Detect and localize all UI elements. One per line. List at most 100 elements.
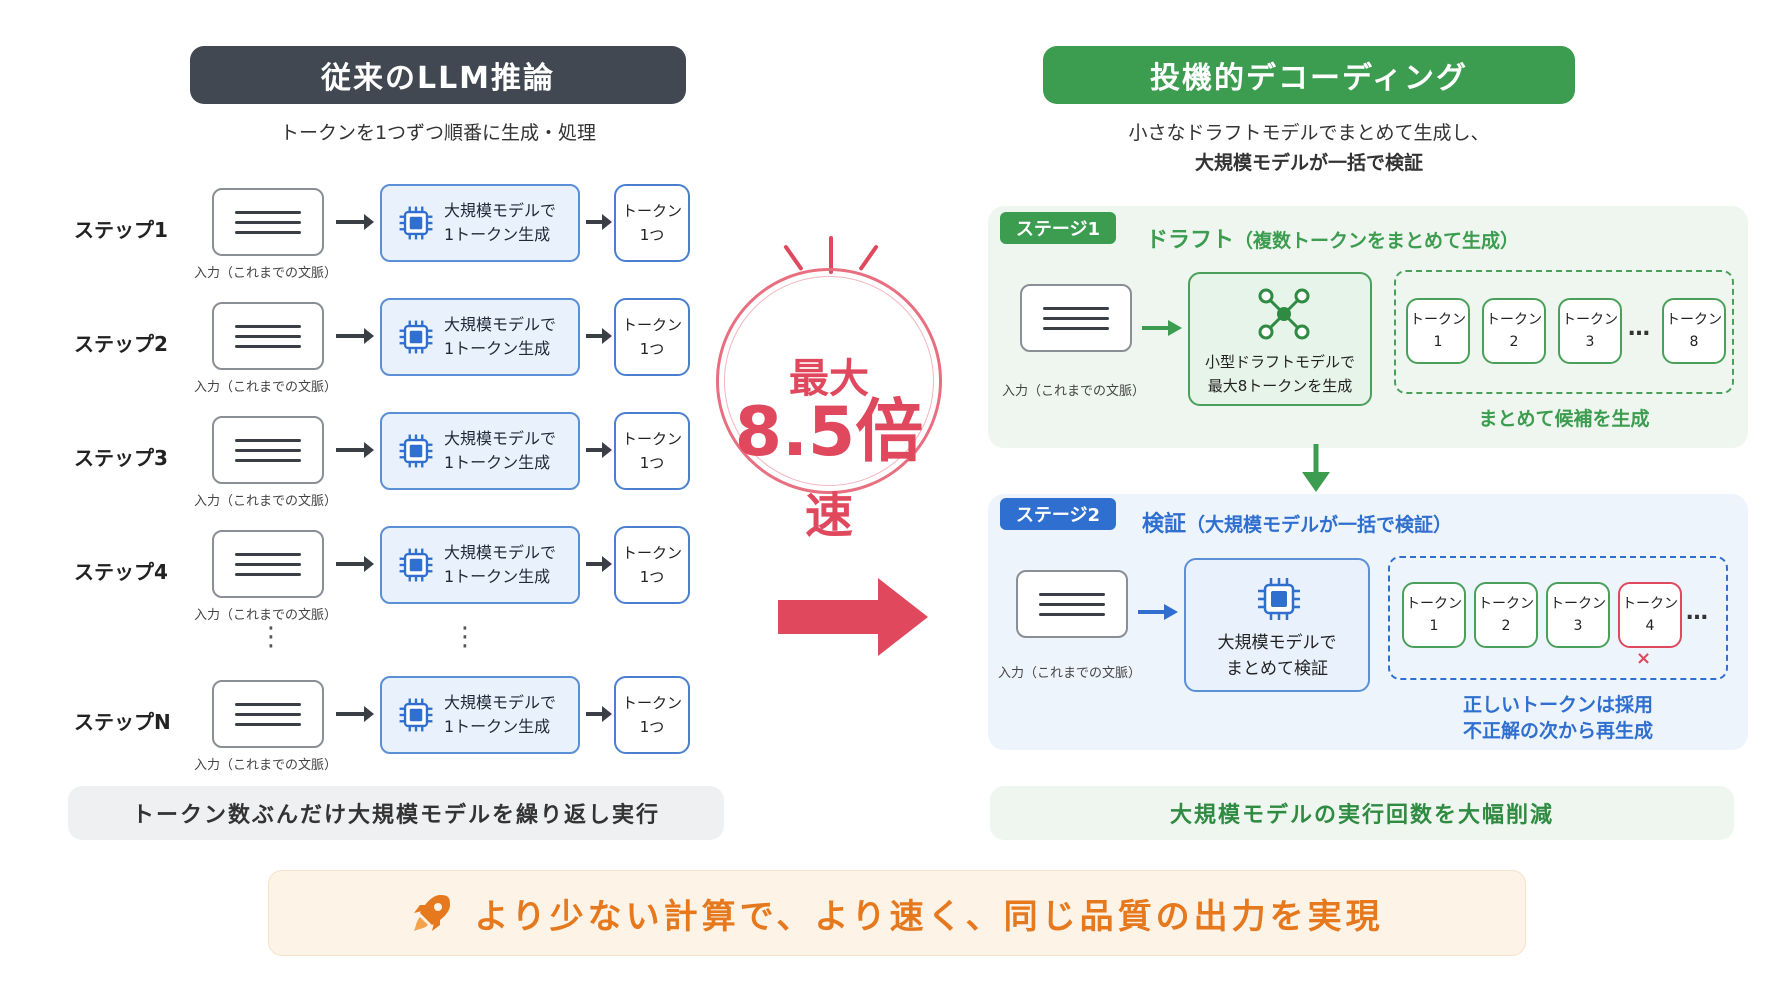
burst-line [783, 244, 804, 272]
input-doc-icon [212, 530, 324, 598]
stage2-ellipsis: … [1686, 600, 1708, 625]
stage2-caption-line2: 不正解の次から再生成 [1462, 720, 1653, 742]
stage2-caption-line1: 正しいトークンは採用 [1462, 694, 1653, 716]
input-doc-icon [212, 680, 324, 748]
token-label: トークン [621, 202, 682, 220]
chip-icon [399, 434, 433, 468]
chip-icon [1258, 578, 1300, 620]
verify-tokens-group [1388, 556, 1728, 680]
arrow-icon [336, 442, 374, 458]
arrow-icon [336, 328, 374, 344]
draft-model-line1: 小型ドラフトモデルで [1204, 353, 1355, 371]
doc-line [235, 220, 301, 224]
left-subtitle: トークンを1つずつ順番に生成・処理 [279, 122, 597, 144]
model-line1: 大規模モデルで [444, 693, 557, 712]
chip-icon [399, 206, 433, 240]
right-subtitle-line1: 小さなドラフトモデルでまとめて生成し、 [1128, 122, 1490, 144]
token-label: トークン [1486, 312, 1542, 328]
bottom-banner: より少ない計算で、より速く、同じ品質の出力を実現 [268, 870, 1526, 956]
token-number: 1 [1433, 334, 1443, 350]
draft-token: トークン 2 [1482, 298, 1546, 364]
model-line2: 1トークン生成 [444, 453, 551, 472]
token-label: トークン [1478, 596, 1534, 612]
output-token: トークン 1つ [614, 298, 690, 376]
chip-icon [399, 698, 433, 732]
stage1-title-main: ドラフト [1146, 228, 1235, 253]
draft-model-text: 小型ドラフトモデルで 最大8トークンを生成 [1190, 350, 1370, 398]
draft-model-line2: 最大8トークンを生成 [1207, 377, 1353, 395]
token-label: トークン [621, 316, 682, 334]
verify-model-text: 大規模モデルで まとめて検証 [1186, 630, 1368, 682]
input-caption: 入力（これまでの文脈） [194, 266, 338, 281]
doc-line [235, 448, 301, 452]
step-label: ステップ4 [74, 560, 168, 584]
token-label: トークン [1562, 312, 1618, 328]
arrow-icon [586, 214, 612, 230]
token-number: 1 [1429, 618, 1439, 634]
accepted-token: トークン 2 [1474, 582, 1538, 648]
doc-line [235, 552, 301, 556]
token-count: 1つ [639, 454, 665, 472]
arrow-icon [586, 442, 612, 458]
arrow-icon [336, 706, 374, 722]
token-count: 1つ [639, 340, 665, 358]
stage2-title: 検証（大規模モデルが一括で検証） [1142, 506, 1452, 538]
step-label: ステップN [74, 710, 171, 734]
right-header: 投機的デコーディング [1043, 46, 1575, 104]
token-number: 2 [1509, 334, 1519, 350]
token-count: 1つ [639, 226, 665, 244]
stage2-arrow-icon [1138, 604, 1178, 620]
model-line2: 1トークン生成 [444, 717, 551, 736]
speedup-value: 8.5倍 [734, 393, 924, 472]
left-footer-note: トークン数ぶんだけ大規模モデルを繰り返し実行 [68, 786, 724, 840]
arrow-icon [586, 556, 612, 572]
chip-icon [399, 548, 433, 582]
token-label: トークン [1666, 312, 1722, 328]
big-right-arrow [778, 578, 928, 656]
verify-model-box: 大規模モデルで まとめて検証 [1184, 558, 1370, 692]
vertical-ellipsis: ⋮ [452, 622, 478, 652]
left-header: 従来のLLM推論 [190, 46, 686, 104]
arrow-icon [586, 328, 612, 344]
model-line1: 大規模モデルで [444, 543, 557, 562]
draft-tokens-group [1394, 270, 1734, 394]
banner-text: より少ない計算で、より速く、同じ品質の出力を実現 [474, 896, 1384, 937]
stage1-ellipsis: … [1628, 316, 1650, 341]
doc-line [235, 712, 301, 716]
draft-model-box: 小型ドラフトモデルで 最大8トークンを生成 [1188, 272, 1372, 406]
doc-line [235, 344, 301, 348]
stage-down-arrow-icon [1302, 444, 1330, 492]
token-count: 1つ [639, 568, 665, 586]
token-number: 8 [1689, 334, 1699, 350]
network-icon [1258, 288, 1310, 340]
step-label: ステップ1 [74, 218, 168, 242]
stage1-input-caption: 入力（これまでの文脈） [1002, 384, 1146, 399]
token-number: 2 [1501, 618, 1511, 634]
chip-icon [399, 320, 433, 354]
right-footer-note: 大規模モデルの実行回数を大幅削減 [990, 786, 1734, 840]
right-subtitle-line2: 大規模モデルが一括で検証 [1194, 152, 1423, 174]
arrow-icon [336, 556, 374, 572]
token-count: 1つ [639, 718, 665, 736]
input-doc-icon [212, 416, 324, 484]
token-label: トークン [621, 544, 682, 562]
model-line1: 大規模モデルで [444, 201, 557, 220]
doc-line [235, 438, 301, 442]
input-caption: 入力（これまでの文脈） [194, 380, 338, 395]
stage1-tag: ステージ1 [1000, 212, 1116, 244]
rocket-icon [414, 895, 451, 931]
stage1-input-doc-icon [1020, 284, 1132, 352]
output-token: トークン 1つ [614, 184, 690, 262]
doc-line [235, 230, 301, 234]
token-label: トークン [1622, 596, 1678, 612]
doc-line [235, 702, 301, 706]
